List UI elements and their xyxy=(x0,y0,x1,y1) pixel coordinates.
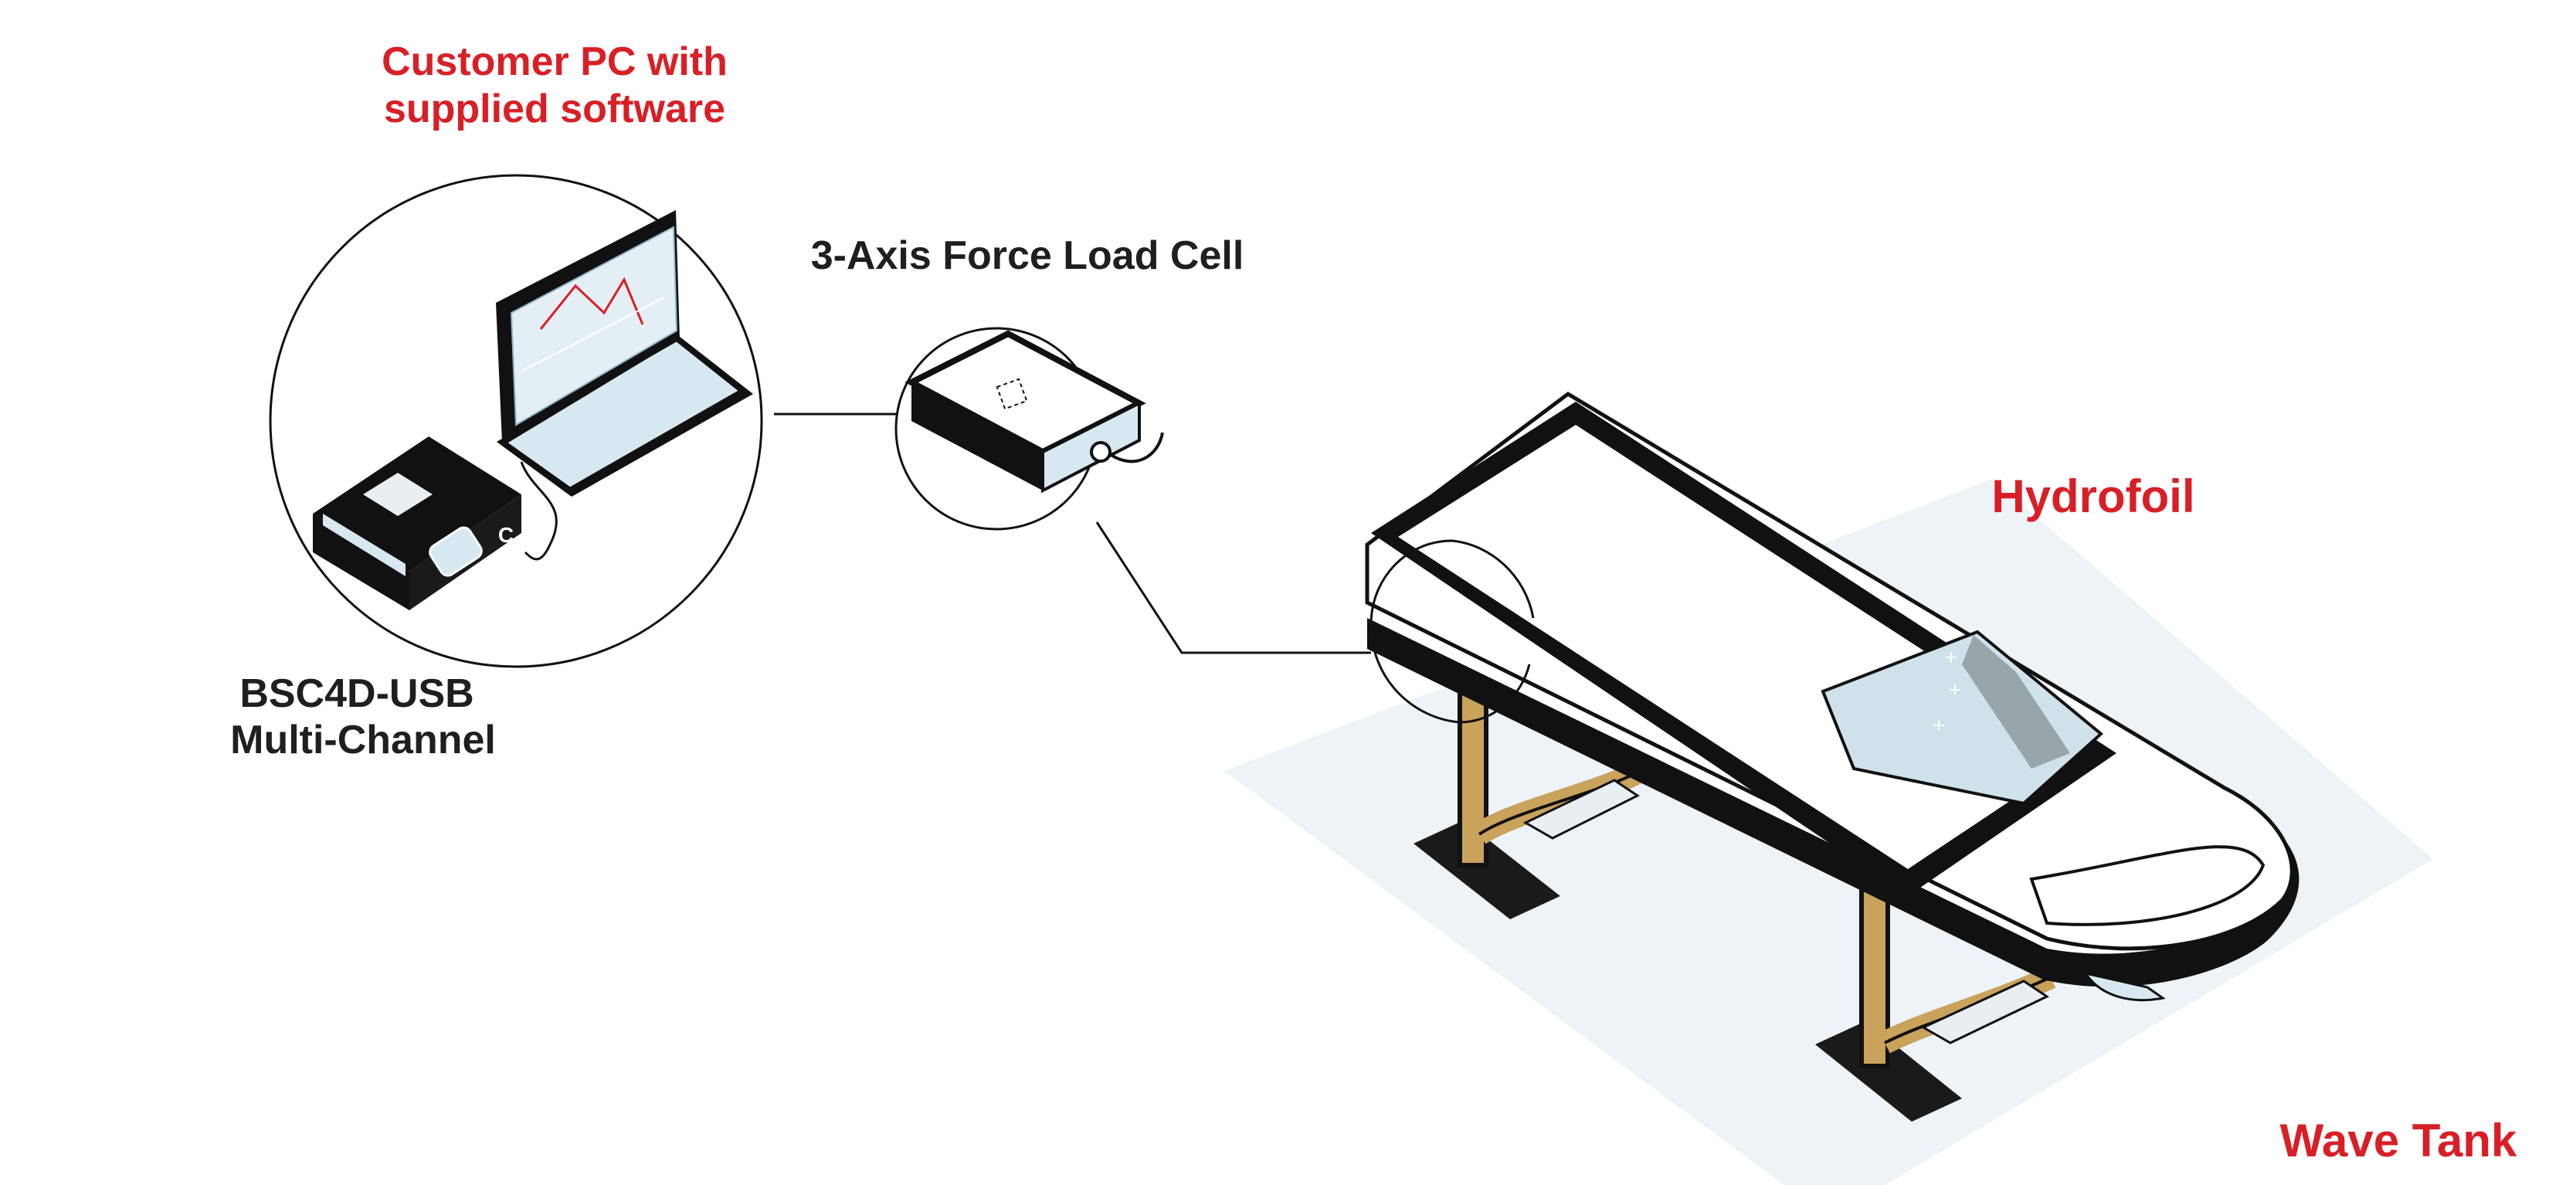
svg-text:+: + xyxy=(1948,681,1962,700)
device-badge-label: C xyxy=(498,523,514,547)
pc-callout: C xyxy=(269,174,763,668)
load-cell-icon xyxy=(904,330,1164,494)
svg-text:+: + xyxy=(1932,716,1946,735)
load-cell-callout xyxy=(894,327,1164,531)
customer-pc-label-line1: Customer PC with xyxy=(382,39,728,84)
svg-text:+: + xyxy=(1944,648,1958,667)
screen-graph-line xyxy=(539,277,644,330)
rear-support xyxy=(1414,677,1643,919)
laptop-icon xyxy=(496,210,753,497)
connector-loadcell-to-boat xyxy=(1095,521,1371,654)
hydrofoil-screen: + + + xyxy=(1821,630,2104,806)
customer-pc-label-line2: supplied software xyxy=(384,87,725,131)
hull-loadcell-callout-arc xyxy=(1369,539,1535,724)
boat-assembly: + + + xyxy=(1365,391,2299,1122)
usb-cable xyxy=(520,461,558,561)
hydrofoil-label: Hydrofoil xyxy=(1991,470,2194,522)
bsc4d-device-icon: C xyxy=(313,436,521,610)
wave-tank-label: Wave Tank xyxy=(2280,1115,2517,1166)
bsc4d-label-line1: BSC4D-USB xyxy=(239,671,473,716)
load-cell-label: 3-Axis Force Load Cell xyxy=(811,233,1244,278)
bsc4d-label-line2: Multi-Channel xyxy=(230,718,496,762)
